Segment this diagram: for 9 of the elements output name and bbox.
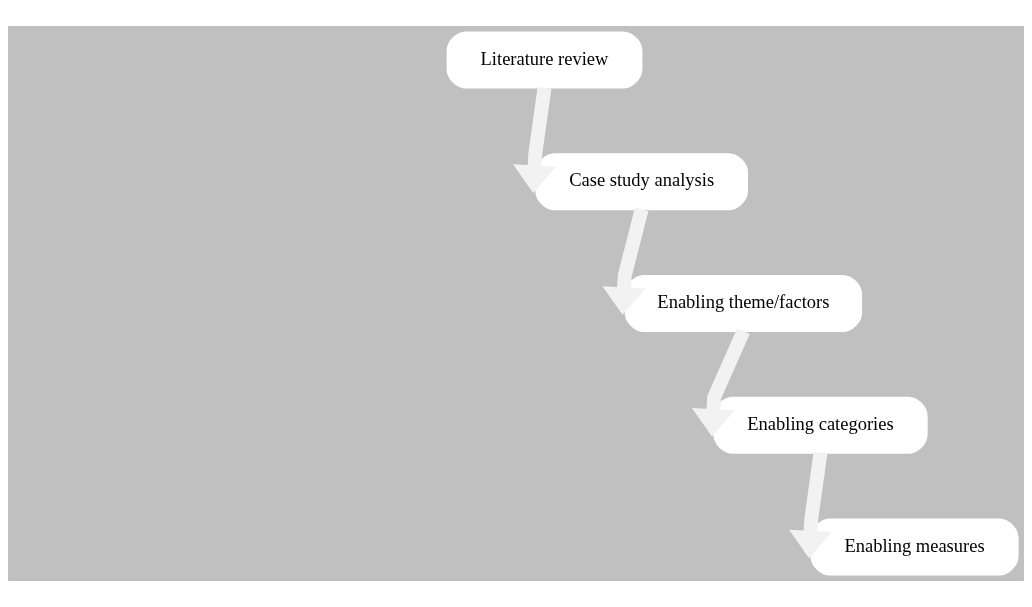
node-box: Enabling categories — [713, 396, 928, 454]
arrow — [513, 86, 557, 193]
node-box: Literature review — [446, 31, 643, 89]
arrow — [602, 207, 649, 315]
arrow — [691, 328, 750, 437]
node-box: Enabling measures — [810, 518, 1019, 576]
node-box: Case study analysis — [535, 153, 748, 211]
arrow — [789, 452, 833, 559]
node-box: Enabling theme/factors — [624, 275, 863, 332]
